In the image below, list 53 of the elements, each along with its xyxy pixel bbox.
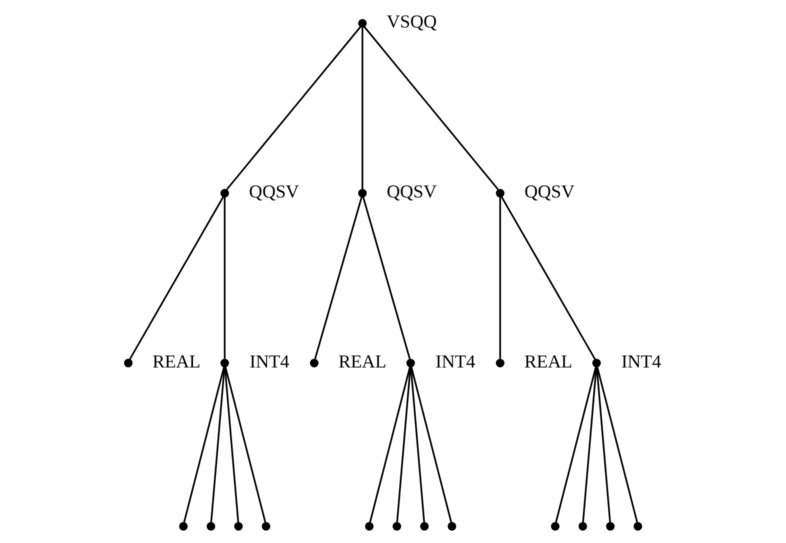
- node-circle: [220, 188, 229, 198]
- node-circle: [392, 522, 402, 531]
- connector: [369, 366, 411, 522]
- node-label: QQSV: [524, 182, 575, 202]
- connector: [129, 196, 224, 360]
- node-label: REAL: [338, 351, 386, 372]
- node-circle: [406, 358, 415, 368]
- node-circle: [496, 188, 504, 198]
- node-circle: [606, 522, 615, 531]
- connector: [396, 366, 412, 522]
- connector: [410, 366, 452, 522]
- node-label: QQSV: [249, 182, 300, 202]
- node-circle: [420, 522, 429, 531]
- node-circle: [358, 19, 367, 28]
- node-circle: [365, 522, 374, 531]
- node-label: INT4: [250, 351, 290, 372]
- node-circle: [262, 522, 270, 531]
- node-circle: [234, 522, 243, 531]
- node-label: INT4: [436, 351, 476, 372]
- node-circle: [634, 522, 642, 531]
- connector: [224, 366, 266, 522]
- connector: [410, 366, 426, 522]
- node-circle: [124, 358, 133, 368]
- node-circle: [578, 522, 588, 531]
- node-circle: [206, 522, 216, 531]
- connector: [224, 366, 240, 522]
- connector: [226, 26, 362, 190]
- connector: [596, 366, 611, 522]
- node-label: REAL: [152, 351, 200, 372]
- node-circle: [358, 188, 367, 198]
- node-label: QQSV: [386, 182, 437, 202]
- connector: [362, 197, 411, 360]
- connector: [596, 366, 638, 522]
- connector: [210, 366, 226, 522]
- node-circle: [592, 358, 601, 368]
- node-circle: [179, 522, 188, 531]
- node-circle: [220, 358, 229, 368]
- connector: [555, 366, 597, 522]
- connector: [582, 366, 598, 522]
- connector: [500, 196, 596, 360]
- node-label: VSQQ: [386, 12, 437, 32]
- node-circle: [310, 358, 319, 368]
- node-circle: [496, 358, 504, 368]
- node-label: REAL: [524, 351, 572, 372]
- connector: [364, 26, 499, 190]
- connector: [224, 197, 226, 359]
- node-circle: [550, 522, 560, 531]
- connector: [362, 27, 364, 190]
- node-circle: [448, 522, 456, 531]
- connector: [499, 197, 502, 359]
- connector: [183, 366, 225, 522]
- node-label: INT4: [621, 351, 662, 372]
- connector: [314, 197, 362, 360]
